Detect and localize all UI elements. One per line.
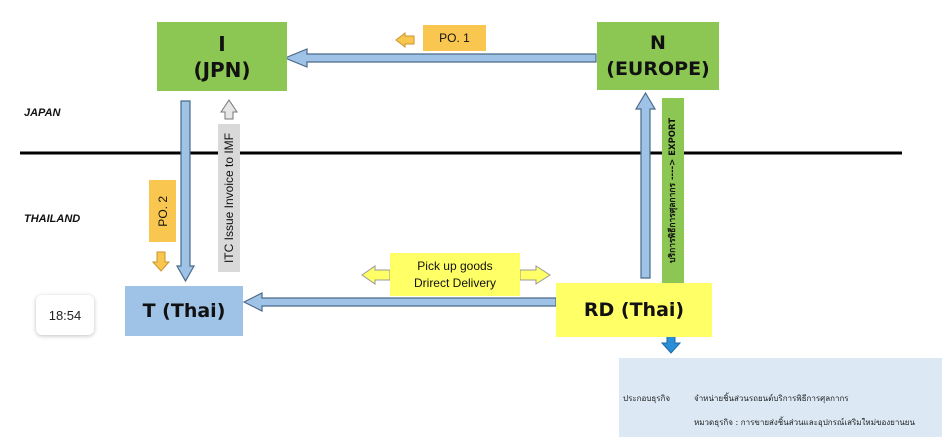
po1-note: PO. 1 xyxy=(423,25,486,51)
export-text: บริการพิธีการศุลกากร ----> EXPORT xyxy=(668,118,678,263)
node-i-line1: I xyxy=(218,31,226,56)
node-n-line1: N xyxy=(650,32,666,54)
node-rd-label: RD (Thai) xyxy=(583,299,685,321)
po2-note: PO. 2 xyxy=(149,180,176,242)
po2-label: PO. 2 xyxy=(155,195,170,227)
node-n-europe: N (EUROPE) xyxy=(597,22,719,90)
pickup-line2: Drirect Delivery xyxy=(413,275,496,290)
itc-invoice-label: ITC Issue Invoice to IMF xyxy=(218,124,240,272)
po1-left-arrow xyxy=(395,31,415,49)
pickup-left-arrow xyxy=(361,265,391,285)
business-value: จำหน่ายชิ้นส่วนรถยนต์บริการพิธีการศุลกาก… xyxy=(694,394,849,403)
time-badge: 18:54 xyxy=(36,295,94,335)
node-t-label: T (Thai) xyxy=(142,300,226,322)
arrow-n-to-i xyxy=(283,48,597,68)
arrow-rd-to-n xyxy=(634,91,657,279)
node-i-jpn: I (JPN) xyxy=(157,22,287,91)
business-info-panel: ประกอบธุรกิจ จำหน่ายชิ้นส่วนรถยนต์บริการ… xyxy=(619,358,942,437)
business-label: ประกอบธุรกิจ xyxy=(623,394,671,403)
node-t-thai: T (Thai) xyxy=(125,286,243,336)
pickup-right-arrow xyxy=(519,265,551,285)
node-n-line2: (EUROPE) xyxy=(606,58,710,80)
rd-down-arrow xyxy=(660,335,682,354)
region-japan: JAPAN xyxy=(24,107,61,119)
category-label: หมวดธุรกิจ : การขายส่งชิ้นส่วนและอุปกรณ์… xyxy=(694,418,915,427)
itc-up-arrow xyxy=(220,99,238,120)
po2-down-arrow xyxy=(151,251,171,272)
pickup-line1: Pick up goods xyxy=(417,258,493,273)
node-rd-thai: RD (Thai) xyxy=(556,283,712,337)
region-thailand: THAILAND xyxy=(24,213,81,225)
export-label: บริการพิธีการศุลกากร ----> EXPORT xyxy=(662,98,684,283)
pickup-label: Pick up goods Drirect Delivery xyxy=(390,253,520,296)
node-i-line2: (JPN) xyxy=(193,57,251,82)
arrow-i-to-t xyxy=(175,100,196,283)
itc-invoice-text: ITC Issue Invoice to IMF xyxy=(222,132,236,264)
